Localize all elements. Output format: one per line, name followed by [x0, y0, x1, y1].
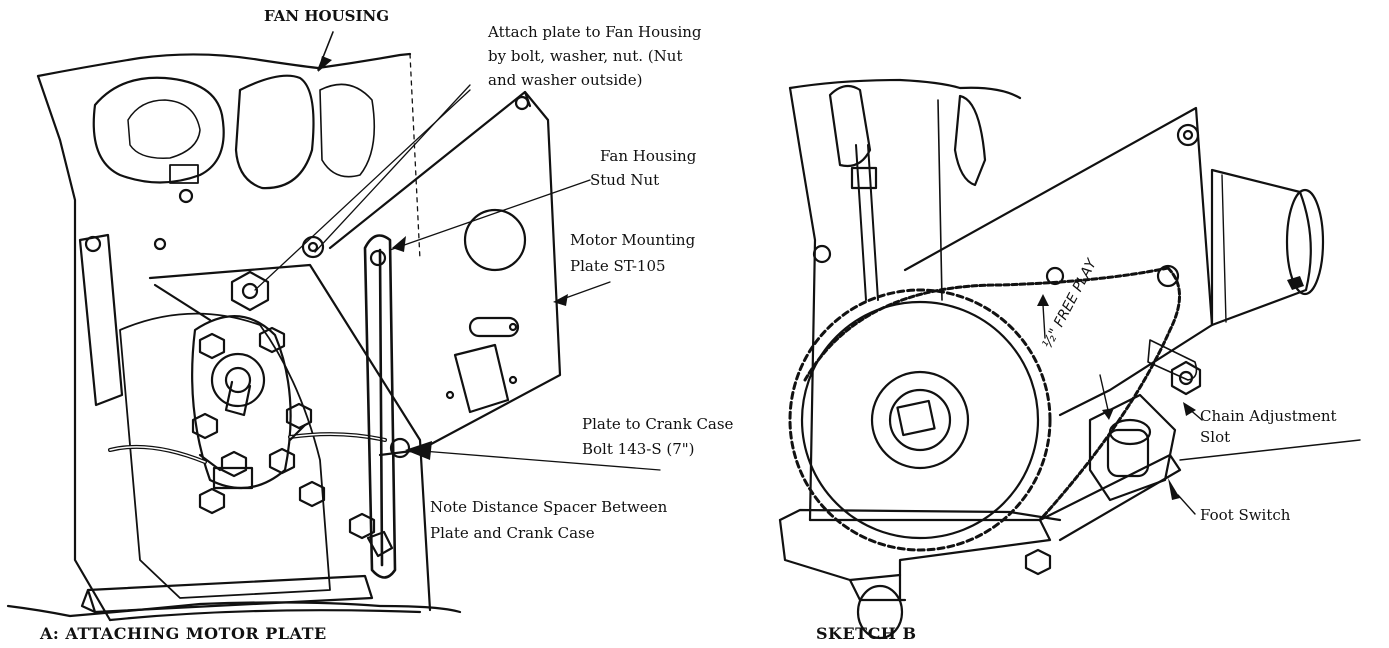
large-sprocket — [788, 288, 1052, 552]
spacer-note-line-1: Note Distance Spacer Between — [430, 498, 668, 516]
sketch-a-drawing — [6, 31, 661, 622]
drive-chain — [803, 266, 1170, 382]
crank-bolt-label-2: Bolt 143-S (7") — [582, 440, 695, 458]
stud-nut-label-1: Fan Housing — [600, 147, 697, 165]
electric-motor — [1210, 168, 1312, 327]
gear-housing — [191, 315, 292, 490]
crankcase — [119, 312, 331, 599]
base-tray — [86, 574, 374, 614]
motor-plate-b — [903, 106, 1214, 417]
fan-cup-right — [234, 74, 315, 190]
foot-switch-label: Foot Switch — [1200, 506, 1291, 524]
stud-nut — [301, 235, 325, 259]
link-bar — [363, 234, 397, 579]
chain-adjust-label-1: Chain Adjustment — [1200, 407, 1337, 425]
motor-plate-label-2: Plate ST-105 — [570, 257, 666, 275]
sketch-a-caption: A: ATTACHING MOTOR PLATE — [40, 624, 327, 643]
sketch-b-caption: SKETCH B — [816, 624, 917, 643]
fan-cup-third — [319, 83, 376, 178]
sketch-b-drawing — [778, 78, 1361, 640]
stud-nut-label-2: Stud Nut — [590, 171, 660, 189]
pedal-knob — [856, 584, 904, 640]
motor-plate-label-1: Motor Mounting — [570, 231, 696, 249]
attach-note-line-1: Attach plate to Fan Housing — [488, 23, 702, 41]
attach-note-line-3: and washer outside) — [488, 71, 643, 89]
attach-note-line-2: by bolt, washer, nut. (Nut — [488, 47, 683, 65]
chain-adjust-label-2: Slot — [1200, 428, 1231, 446]
link-arm — [78, 233, 124, 407]
crank-bolt-label-1: Plate to Crank Case — [582, 415, 734, 433]
crank-bolt — [389, 437, 411, 459]
spacer-note-line-2: Plate and Crank Case — [430, 524, 595, 542]
fan-housing-outline — [36, 52, 412, 78]
fan-housing-label: FAN HOUSING — [264, 7, 390, 25]
fan-cup-left — [92, 76, 225, 184]
